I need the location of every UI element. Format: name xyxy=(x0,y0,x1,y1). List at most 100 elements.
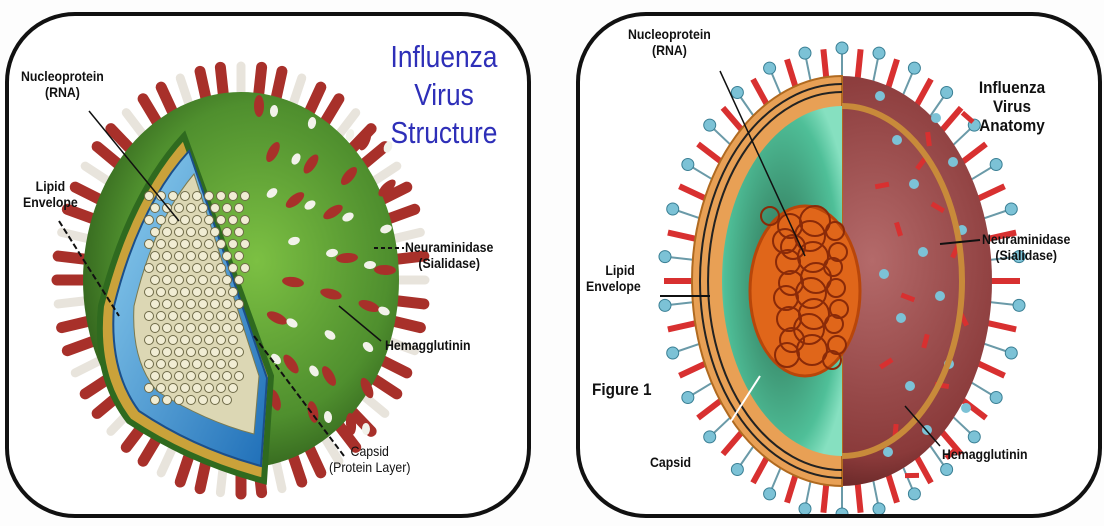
label-line: Lipid xyxy=(586,262,641,278)
rna-granule xyxy=(181,312,190,321)
neuraminidase-head xyxy=(883,447,893,457)
rna-granule xyxy=(193,216,202,225)
rna-granule xyxy=(145,336,154,345)
rna-granule xyxy=(223,228,232,237)
rna-granule xyxy=(241,264,250,273)
label-line: Neuraminidase xyxy=(982,231,1070,247)
title-line-3: Anatomy xyxy=(967,116,1057,135)
rna-granule xyxy=(187,228,196,237)
hemagglutinin-spike xyxy=(975,186,1005,200)
rna-granule xyxy=(175,228,184,237)
rna-granule xyxy=(229,216,238,225)
rna-granule xyxy=(217,264,226,273)
neuraminidase-head xyxy=(935,291,945,301)
rna-granule xyxy=(205,360,214,369)
rna-granule xyxy=(169,360,178,369)
neuraminidase-head xyxy=(764,488,776,500)
rna-granule xyxy=(151,348,160,357)
rna-granule xyxy=(187,324,196,333)
neuraminidase-head xyxy=(836,42,848,54)
rna-granule xyxy=(211,276,220,285)
neuraminidase-head xyxy=(667,347,679,359)
neuraminidase-head xyxy=(1013,299,1025,311)
neuraminidase-head xyxy=(918,247,928,257)
rna-granule xyxy=(151,228,160,237)
label-neuraminidase: Neuraminidase (Sialidase) xyxy=(405,239,493,271)
rna-granule xyxy=(199,204,208,213)
rna-granule xyxy=(235,204,244,213)
rna-granule xyxy=(193,336,202,345)
rna-granule xyxy=(211,348,220,357)
rna-granule xyxy=(145,312,154,321)
rna-granule xyxy=(199,300,208,309)
rna-granule xyxy=(145,288,154,297)
neuraminidase-head xyxy=(892,135,902,145)
rna-granule xyxy=(169,384,178,393)
rna-granule xyxy=(151,372,160,381)
rna-granule xyxy=(211,228,220,237)
diagram-title: Influenza Virus Structure xyxy=(385,38,504,152)
rna-granule xyxy=(229,264,238,273)
rna-granule xyxy=(199,324,208,333)
neuraminidase-head xyxy=(941,86,953,98)
rna-granule xyxy=(163,228,172,237)
rna-granule xyxy=(223,324,232,333)
neuraminidase-head xyxy=(896,313,906,323)
rna-granule xyxy=(169,336,178,345)
neuraminidase-head xyxy=(659,251,671,263)
rna-granule xyxy=(145,384,154,393)
rna-granule xyxy=(235,324,244,333)
neuraminidase-head xyxy=(704,119,716,131)
rna-granule xyxy=(145,264,154,273)
rna-granule xyxy=(181,384,190,393)
rna-granule xyxy=(205,288,214,297)
rna-granule xyxy=(163,252,172,261)
rna-granule xyxy=(193,288,202,297)
rna-granule xyxy=(241,240,250,249)
rna-granule xyxy=(187,300,196,309)
rna-granule xyxy=(235,300,244,309)
rna-granule xyxy=(157,312,166,321)
rna-granule xyxy=(211,372,220,381)
neuraminidase-head xyxy=(836,508,848,514)
rna-granule xyxy=(211,300,220,309)
rna-granule xyxy=(193,312,202,321)
rna-granule xyxy=(229,240,238,249)
label-line: Nucleoprotein xyxy=(628,26,711,42)
rna-granule xyxy=(205,216,214,225)
rna-granule xyxy=(235,228,244,237)
rna-granule xyxy=(217,240,226,249)
rna-granule xyxy=(157,336,166,345)
rna-granule xyxy=(169,288,178,297)
label-hemagglutinin: Hemagglutinin xyxy=(385,337,471,353)
neuraminidase-head xyxy=(682,159,694,171)
rna-granule xyxy=(175,396,184,405)
neuraminidase-head xyxy=(799,503,811,514)
rna-granule xyxy=(205,384,214,393)
neuraminidase-head xyxy=(879,269,889,279)
rna-granule xyxy=(157,240,166,249)
title-line-1: Influenza xyxy=(385,38,504,76)
rna-granule xyxy=(235,372,244,381)
rna-granule xyxy=(217,336,226,345)
label-nucleoprotein: Nucleoprotein (RNA) xyxy=(21,68,104,100)
rna-granule xyxy=(181,288,190,297)
neuraminidase-head xyxy=(875,91,885,101)
rna-granule xyxy=(163,276,172,285)
rna-granule xyxy=(145,192,154,201)
label-lipid-envelope: Lipid Envelope xyxy=(23,178,78,210)
rna-granule xyxy=(205,312,214,321)
neuraminidase-head xyxy=(667,203,679,215)
rna-granule xyxy=(157,288,166,297)
hemagglutinin-spike xyxy=(254,95,264,117)
rna-granule xyxy=(169,240,178,249)
rna-granule xyxy=(169,264,178,273)
rna-granule xyxy=(217,192,226,201)
label-line: (RNA) xyxy=(628,42,711,58)
rna-granule xyxy=(211,204,220,213)
rna-granule xyxy=(199,396,208,405)
rna-granule xyxy=(193,384,202,393)
title-line-1: Influenza xyxy=(967,78,1057,97)
rna-granule xyxy=(223,396,232,405)
rna-granule xyxy=(205,192,214,201)
